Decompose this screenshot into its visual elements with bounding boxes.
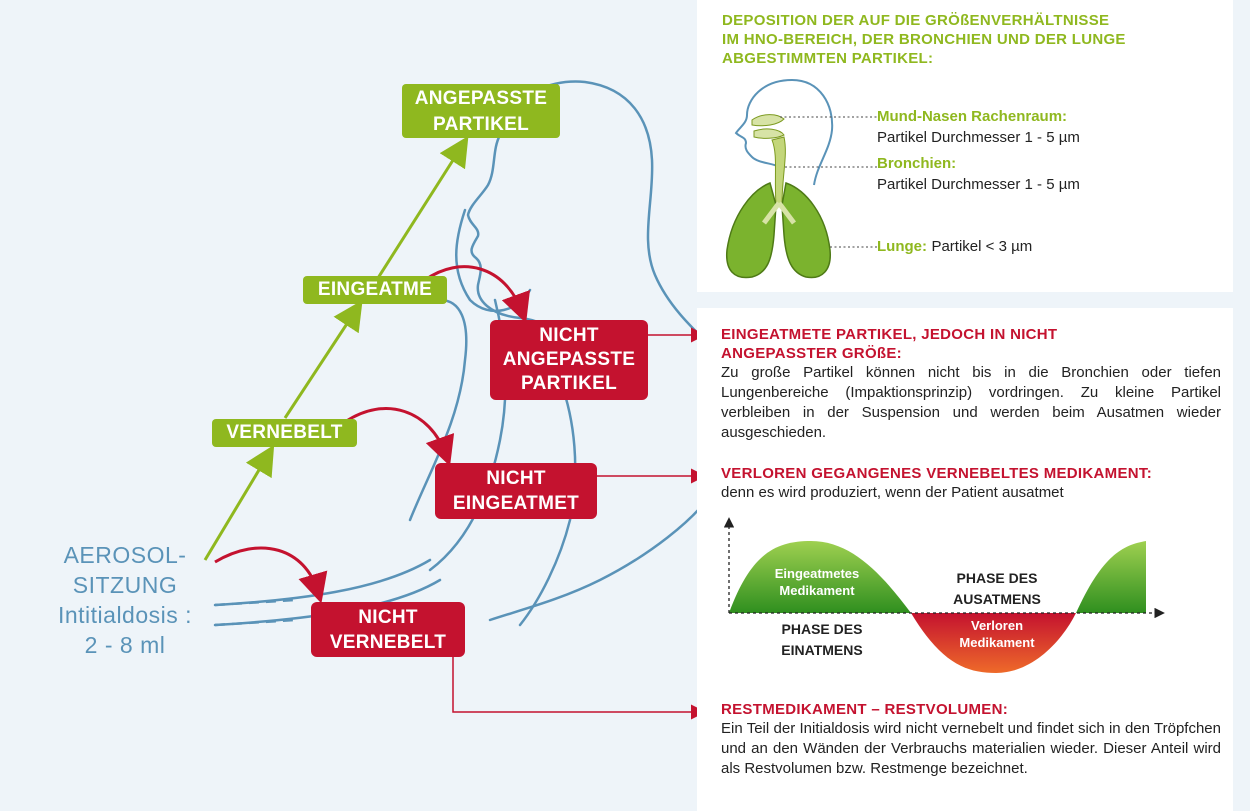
inhale-line-2: EINATMENS xyxy=(781,642,863,658)
dose-line-2: SITZUNG xyxy=(72,572,178,598)
section1-title-line-1: EINGEATMETE PARTIKEL, JEDOCH IN NICHT xyxy=(721,326,1058,343)
nicht-angepasste-line-3: PARTIKEL xyxy=(521,373,617,394)
eingeatme-label: EINGEATME xyxy=(317,279,433,300)
dotted-leaders xyxy=(780,116,877,248)
dose-line-4: 2 - 8 ml xyxy=(84,632,166,658)
lunge-entry: Lunge: Partikel < 3 µm xyxy=(877,236,1217,257)
deposition-title-line-2: IM HNO-BEREICH, DER BRONCHIEN UND DER LU… xyxy=(722,31,1126,48)
box-nicht-angepasste-partikel: NICHT ANGEPASSTE PARTIKEL xyxy=(490,320,648,400)
mund-nasen-label: Mund-Nasen Rachenraum: xyxy=(877,108,1068,125)
arm-outline xyxy=(408,298,468,522)
deposition-title: DEPOSITION DER AUF DIE GRÖßENVERHÄLTNISS… xyxy=(722,11,1222,68)
lungs-icon xyxy=(726,181,831,279)
respiratory-anatomy-illustration xyxy=(726,79,877,279)
nicht-angepasste-line-2: ANGEPASSTE xyxy=(502,349,636,370)
deposition-title-line-1: DEPOSITION DER AUF DIE GRÖßENVERHÄLTNISS… xyxy=(722,12,1110,29)
box-nicht-eingeatmet: NICHT EINGEATMET xyxy=(435,463,597,519)
deposition-title-line-3: ABGESTIMMTEN PARTIKEL: xyxy=(722,50,934,67)
exhale-line-1: PHASE DES xyxy=(956,570,1038,586)
inhaled-medication-label: Eingeatmetes Medikament xyxy=(752,565,882,599)
red-connectors xyxy=(452,327,706,720)
box-vernebelt: VERNEBELT xyxy=(212,419,357,447)
next-inhale-area xyxy=(1076,541,1146,613)
nasal-cavity-icon xyxy=(751,114,785,139)
nicht-vernebelt-line-2: VERNEBELT xyxy=(329,632,447,653)
inhaled-line-2: Medikament xyxy=(779,583,855,598)
section3-body: Ein Teil der Initialdosis wird nicht ver… xyxy=(721,720,1221,777)
section-verloren: VERLOREN GEGANGENES VERNEBELTES MEDIKAME… xyxy=(721,464,1221,503)
green-arrows xyxy=(203,135,469,561)
mund-nasen-entry: Mund-Nasen Rachenraum: Partikel Durchmes… xyxy=(877,106,1217,148)
inhale-line-1: PHASE DES xyxy=(781,621,863,637)
bronchien-label: Bronchien: xyxy=(877,155,957,172)
inhale-phase-label: PHASE DES EINATMENS xyxy=(747,619,897,661)
angepasste-line-2: PARTIKEL xyxy=(433,114,529,135)
vernebelt-label: VERNEBELT xyxy=(226,422,343,443)
section2-title: VERLOREN GEGANGENES VERNEBELTES MEDIKAME… xyxy=(721,465,1152,482)
patient-silhouette xyxy=(213,80,739,627)
nicht-vernebelt-line-1: NICHT xyxy=(358,607,418,628)
section2-body: denn es wird produziert, wenn der Patien… xyxy=(721,484,1064,501)
dose-line-1: AEROSOL- xyxy=(63,542,187,568)
red-curved-arrows xyxy=(214,265,530,604)
bronchien-entry: Bronchien: Partikel Durchmesser 1 - 5 µm xyxy=(877,153,1217,195)
lost-medication-label: Verloren Medikament xyxy=(932,617,1062,651)
angepasste-line-1: ANGEPASSTE xyxy=(414,88,548,109)
breathing-wave-chart xyxy=(723,517,1165,673)
section-nicht-angepasst: EINGEATMETE PARTIKEL, JEDOCH IN NICHT AN… xyxy=(721,325,1221,443)
lost-line-1: Verloren xyxy=(970,618,1024,633)
inhale-area xyxy=(729,541,911,613)
exhale-area xyxy=(911,613,1076,673)
box-eingeatme: EINGEATME xyxy=(303,276,447,304)
nicht-angepasste-line-1: NICHT xyxy=(539,325,599,346)
chest-line xyxy=(518,378,577,627)
inhaled-line-1: Eingeatmetes xyxy=(774,566,860,581)
mund-nasen-value: Partikel Durchmesser 1 - 5 µm xyxy=(877,129,1080,146)
mask-outline xyxy=(455,208,532,313)
nebulizer-tube-1 xyxy=(213,558,432,607)
exhale-phase-label: PHASE DES AUSATMENS xyxy=(922,568,1072,610)
tube-dashes xyxy=(214,598,296,627)
box-nicht-vernebelt: NICHT VERNEBELT xyxy=(311,602,465,657)
explanation-panel: EINGEATMETE PARTIKEL, JEDOCH IN NICHT AN… xyxy=(697,308,1233,811)
dose-line-3: Intitialdosis : xyxy=(57,602,193,628)
head-profile-icon xyxy=(734,79,834,186)
lunge-value: Partikel < 3 µm xyxy=(931,238,1033,255)
bronchien-value: Partikel Durchmesser 1 - 5 µm xyxy=(877,176,1080,193)
nicht-eingeatmet-line-2: EINGEATMET xyxy=(452,493,580,514)
section-restmedikament: RESTMEDIKAMENT – RESTVOLUMEN: Ein Teil d… xyxy=(721,700,1221,779)
section3-title: RESTMEDIKAMENT – RESTVOLUMEN: xyxy=(721,701,1009,718)
nicht-eingeatmet-line-1: NICHT xyxy=(486,468,546,489)
aerosol-dose-label: AEROSOL- SITZUNG Intitialdosis : 2 - 8 m… xyxy=(30,540,220,660)
lost-line-2: Medikament xyxy=(959,635,1035,650)
deposition-panel: DEPOSITION DER AUF DIE GRÖßENVERHÄLTNISS… xyxy=(697,0,1233,292)
section1-body: Zu große Partikel können nicht bis in di… xyxy=(721,364,1221,441)
section1-title-line-2: ANGEPASSTER GRÖßE: xyxy=(721,345,902,362)
exhale-line-2: AUSATMENS xyxy=(953,591,1041,607)
box-angepasste-partikel: ANGEPASSTE PARTIKEL xyxy=(402,84,560,138)
lunge-label: Lunge: xyxy=(877,238,927,255)
